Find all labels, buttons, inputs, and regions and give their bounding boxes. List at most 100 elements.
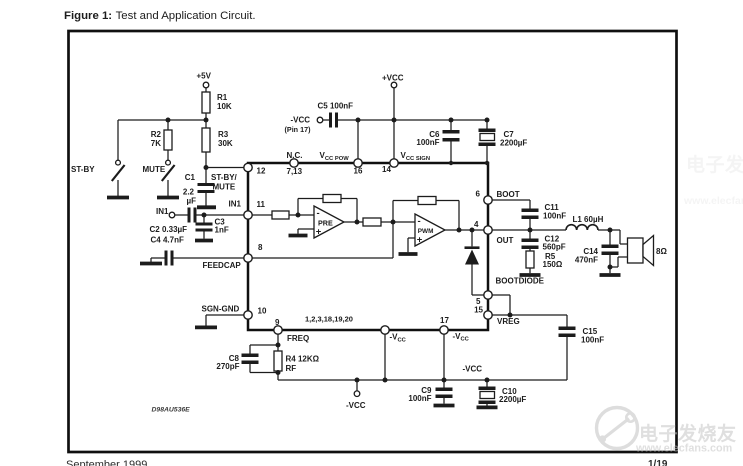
inductor-l1 <box>565 223 599 231</box>
terminal-plusvcc <box>390 81 398 89</box>
pin17-number: 17 <box>440 316 449 325</box>
c10-label: C10 <box>502 387 517 396</box>
c15-label: C15 <box>583 327 598 336</box>
capacitor-c4 <box>164 250 174 266</box>
pin17-note: (Pin 17) <box>285 125 312 134</box>
c12-value: 560pF <box>543 243 566 252</box>
terminal-in1 <box>168 211 176 219</box>
terminal-plus5v <box>202 81 210 89</box>
capacitor-c14 <box>601 244 619 255</box>
resistor-feedback-pre <box>322 193 342 204</box>
capacitor-c6 <box>442 130 460 142</box>
footer-date: September 1999 <box>66 459 147 466</box>
pwm-minus: - <box>418 216 421 227</box>
plusvcc-label: +VCC <box>382 74 404 83</box>
freq-label: FREQ <box>287 334 309 343</box>
footer-page-number: 1/19 <box>648 459 668 466</box>
pin-10 <box>243 310 253 320</box>
vccsign-label: VCC SIGN <box>401 151 431 162</box>
c8-value: 270pF <box>216 362 239 371</box>
c7-value: 2200µF <box>500 138 527 147</box>
terminal-minusvcc-top <box>316 116 324 124</box>
r5-label: R5 <box>545 252 556 261</box>
watermark-url: www.elecfans.com <box>683 195 743 207</box>
capacitor-c9 <box>435 387 453 398</box>
pin-7-13 <box>289 158 299 168</box>
pin6-number: 6 <box>476 190 481 199</box>
figure-border <box>67 29 678 454</box>
c5-label: C5 100nF <box>318 102 354 111</box>
in1-ext-label: IN1 <box>156 207 169 216</box>
minusvcc-top-label: -VCC <box>291 115 311 124</box>
resistor-r3 <box>201 127 211 153</box>
c12-label: C12 <box>545 234 560 243</box>
pin-gnd-group <box>380 325 390 335</box>
c11-label: C11 <box>545 203 560 212</box>
vccpow-label: VCC POW <box>320 151 350 162</box>
c9-label: C9 <box>421 386 432 395</box>
r1-value: 10K <box>217 102 232 111</box>
minusvcc-terminal-label: -VCC <box>346 401 366 410</box>
capacitor-c15 <box>558 326 576 337</box>
bootstrap-diode <box>464 246 480 265</box>
c2-label: C2 0.33µF <box>150 225 188 234</box>
c15-value: 100nF <box>581 335 604 344</box>
ic-body <box>246 161 490 332</box>
pin14-number: 14 <box>382 165 391 174</box>
capacitor-c1 <box>197 183 215 193</box>
resistor-feedback-pwm <box>417 195 437 206</box>
c14-value: 470nF <box>575 255 598 264</box>
capacitor-c12 <box>521 238 539 249</box>
terminal-minusvcc-bottom <box>353 390 361 398</box>
c4-label: C4 4.7nF <box>151 235 184 244</box>
opamp-pwm: - + PWM <box>414 212 447 248</box>
switch-stby <box>110 159 126 182</box>
junction-dots <box>165 117 613 383</box>
figure-caption: Figure 1:Test and Application Circuit. <box>64 10 256 22</box>
speaker <box>626 234 655 267</box>
c1-label: C1 <box>185 173 196 182</box>
c9-value: 100nF <box>408 394 431 403</box>
opamp-pre: - + PRE <box>313 204 346 240</box>
r4-label: R4 12KΩ <box>286 355 320 364</box>
pin-gnd-numbers: 1,2,3,18,19,20 <box>305 315 353 324</box>
watermark-faint-edge: 电子发烧友 www.elecfans.com <box>683 153 743 207</box>
capacitor-c7 <box>478 128 496 146</box>
r5-value: 150Ω <box>543 260 563 269</box>
pin9-number: 9 <box>275 318 280 327</box>
out-label: OUT <box>497 236 514 245</box>
pin16-number: 16 <box>354 167 363 176</box>
c14-label: C14 <box>583 247 598 256</box>
bootdiode-label: BOOTDIODE <box>496 277 545 286</box>
pin-9 <box>273 325 283 335</box>
r1-label: R1 <box>217 93 228 102</box>
resistor-input <box>271 210 290 220</box>
pin4-number: 4 <box>474 220 479 229</box>
watermark-brand-text: 电子发烧友 <box>686 153 743 176</box>
c1-value: 2.2 <box>183 187 195 196</box>
capacitor-c5 <box>329 112 338 128</box>
pwm-plus: + <box>417 235 423 246</box>
watermark-brand-text: 电子发烧友 <box>639 422 737 445</box>
r3-value: 30K <box>218 139 233 148</box>
pin5-number: 5 <box>476 297 481 306</box>
pin713-numbers: 7,13 <box>287 167 303 176</box>
capacitor-c2 <box>187 207 197 223</box>
c3-value: 1nF <box>215 226 229 235</box>
resistor-r4 <box>273 350 283 372</box>
pin12-name-1: ST-BY/ <box>211 173 238 182</box>
pin-5 <box>483 290 493 300</box>
capacitor-c10 <box>478 386 496 404</box>
capacitor-c8 <box>241 353 259 364</box>
pin-6 <box>483 195 493 205</box>
mute-label: MUTE <box>143 165 166 174</box>
switch-mute <box>160 159 176 182</box>
c10-value: 2200µF <box>499 395 526 404</box>
pin-14 <box>389 158 399 168</box>
terminals <box>168 81 398 398</box>
wires <box>117 87 628 406</box>
resistor-r1 <box>201 91 211 114</box>
c3-label: C3 <box>215 217 226 226</box>
l1-label: L1 60µH <box>573 215 604 224</box>
